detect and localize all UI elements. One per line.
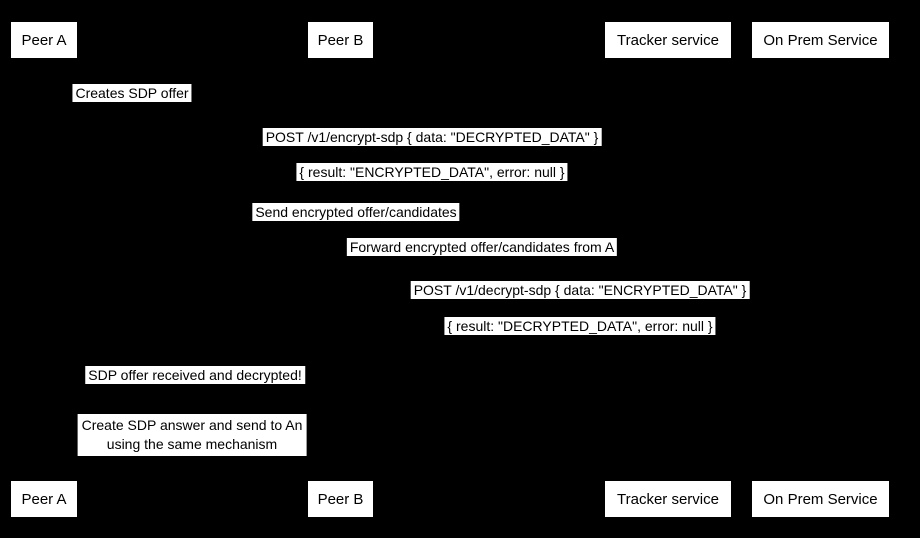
note-sdp-offer-received: SDP offer received and decrypted! (85, 366, 305, 384)
participant-top-on-prem-service: On Prem Service (752, 22, 889, 58)
lifeline-peer-b (340, 58, 341, 481)
message-post-encrypt-sdp: POST /v1/encrypt-sdp { data: "DECRYPTED_… (262, 128, 602, 146)
message-send-encrypted-offer: Send encrypted offer/candidates (252, 203, 460, 221)
participant-bottom-on-prem-service: On Prem Service (752, 481, 889, 517)
lifeline-on-prem-service (820, 58, 821, 481)
message-post-decrypt-sdp: POST /v1/decrypt-sdp { data: "ENCRYPTED_… (410, 281, 750, 299)
participant-top-tracker-service: Tracker service (605, 22, 731, 58)
participant-top-peer-a: Peer A (11, 22, 77, 58)
note-create-sdp-answer: Create SDP answer and send to An using t… (77, 414, 307, 456)
participant-bottom-tracker-service: Tracker service (605, 481, 731, 517)
message-decrypt-result: { result: "DECRYPTED_DATA", error: null … (444, 317, 716, 335)
lifeline-peer-a (44, 58, 45, 481)
participant-bottom-peer-b: Peer B (308, 481, 373, 517)
message-forward-encrypted-offer: Forward encrypted offer/candidates from … (346, 238, 618, 256)
participant-top-peer-b: Peer B (308, 22, 373, 58)
participant-bottom-peer-a: Peer A (11, 481, 77, 517)
lifeline-tracker-service (668, 58, 669, 481)
note-creates-sdp-offer: Creates SDP offer (72, 84, 192, 102)
message-encrypt-result: { result: "ENCRYPTED_DATA", error: null … (296, 163, 568, 181)
